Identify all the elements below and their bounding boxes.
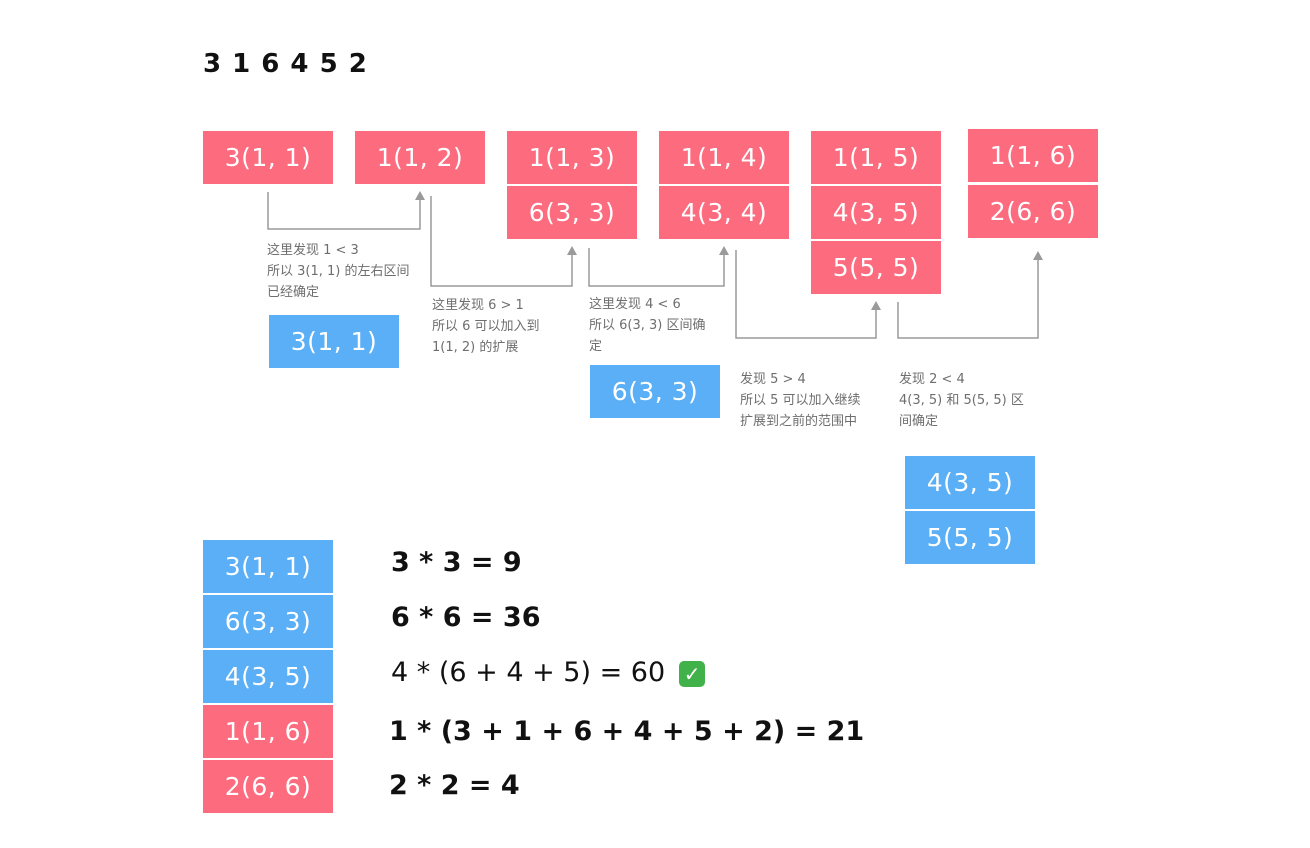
note-4-line-3: 扩展到之前的范围中 [740,414,858,429]
note-5: 发现 2 < 4 4(3, 5) 和 5(5, 5) 区 间确定 [899,369,1024,432]
stack-3-item-1: 1(1, 3) [507,131,637,184]
result-box-2: 6(3, 3) [203,595,333,648]
note-2-line-2: 所以 6 可以加入到 [432,319,540,334]
note-5-line-3: 间确定 [899,414,939,429]
note-1: 这里发现 1 < 3 所以 3(1, 1) 的左右区间 已经确定 [267,240,410,303]
arrow-2 [430,196,573,287]
checkmark-icon: ✓ [679,660,706,687]
note-2-line-3: 1(1, 2) 的扩展 [432,340,519,355]
result-calc-2: 6 * 6 = 36 [391,602,541,633]
popped-box-c-2: 5(5, 5) [905,511,1035,564]
result-box-1: 3(1, 1) [203,540,333,593]
note-5-line-1: 发现 2 < 4 [899,372,965,387]
arrow-1 [267,192,421,230]
result-box-3: 4(3, 5) [203,650,333,703]
result-calc-3: 4 * (6 + 4 + 5) = 60 [391,657,666,688]
stack-5-item-3: 5(5, 5) [811,241,941,294]
note-2: 这里发现 6 > 1 所以 6 可以加入到 1(1, 2) 的扩展 [432,295,540,358]
result-calc-3-row: 4 * (6 + 4 + 5) = 60 ✓ [391,657,706,688]
note-1-line-1: 这里发现 1 < 3 [267,243,359,258]
arrow-4-head [871,301,881,310]
arrow-1-head [415,191,425,200]
note-3: 这里发现 4 < 6 所以 6(3, 3) 区间确 定 [589,294,706,357]
stack-5-item-2: 4(3, 5) [811,186,941,239]
arrow-5-head [1033,251,1043,260]
note-1-line-3: 已经确定 [267,285,320,300]
note-2-line-1: 这里发现 6 > 1 [432,298,524,313]
arrow-4 [735,250,877,339]
stack-1-item-1: 3(1, 1) [203,131,333,184]
note-1-line-2: 所以 3(1, 1) 的左右区间 [267,264,410,279]
stack-3-item-2: 6(3, 3) [507,186,637,239]
stack-6-item-2: 2(6, 6) [968,185,1098,238]
result-calc-1: 3 * 3 = 9 [391,547,522,578]
note-3-line-1: 这里发现 4 < 6 [589,297,681,312]
popped-box-c-1: 4(3, 5) [905,456,1035,509]
result-box-5: 2(6, 6) [203,760,333,813]
arrow-2-head [567,246,577,255]
note-4-line-2: 所以 5 可以加入继续 [740,393,861,408]
note-3-line-3: 定 [589,339,603,354]
stack-5-item-1: 1(1, 5) [811,131,941,184]
arrow-5 [897,258,1039,339]
arrow-3-head [719,246,729,255]
stack-2-item-1: 1(1, 2) [355,131,485,184]
arrow-3 [588,248,725,287]
result-calc-5: 2 * 2 = 4 [389,770,520,801]
popped-box-a: 3(1, 1) [269,315,399,368]
note-5-line-2: 4(3, 5) 和 5(5, 5) 区 [899,393,1024,408]
popped-box-b: 6(3, 3) [590,365,720,418]
result-box-4: 1(1, 6) [203,705,333,758]
stack-4-item-2: 4(3, 4) [659,186,789,239]
sequence-title: 3 1 6 4 5 2 [203,49,368,79]
note-4: 发现 5 > 4 所以 5 可以加入继续 扩展到之前的范围中 [740,369,861,432]
note-3-line-2: 所以 6(3, 3) 区间确 [589,318,706,333]
stack-4-item-1: 1(1, 4) [659,131,789,184]
result-calc-4: 1 * (3 + 1 + 6 + 4 + 5 + 2) = 21 [389,716,865,747]
note-4-line-1: 发现 5 > 4 [740,372,806,387]
stack-6-item-1: 1(1, 6) [968,129,1098,182]
